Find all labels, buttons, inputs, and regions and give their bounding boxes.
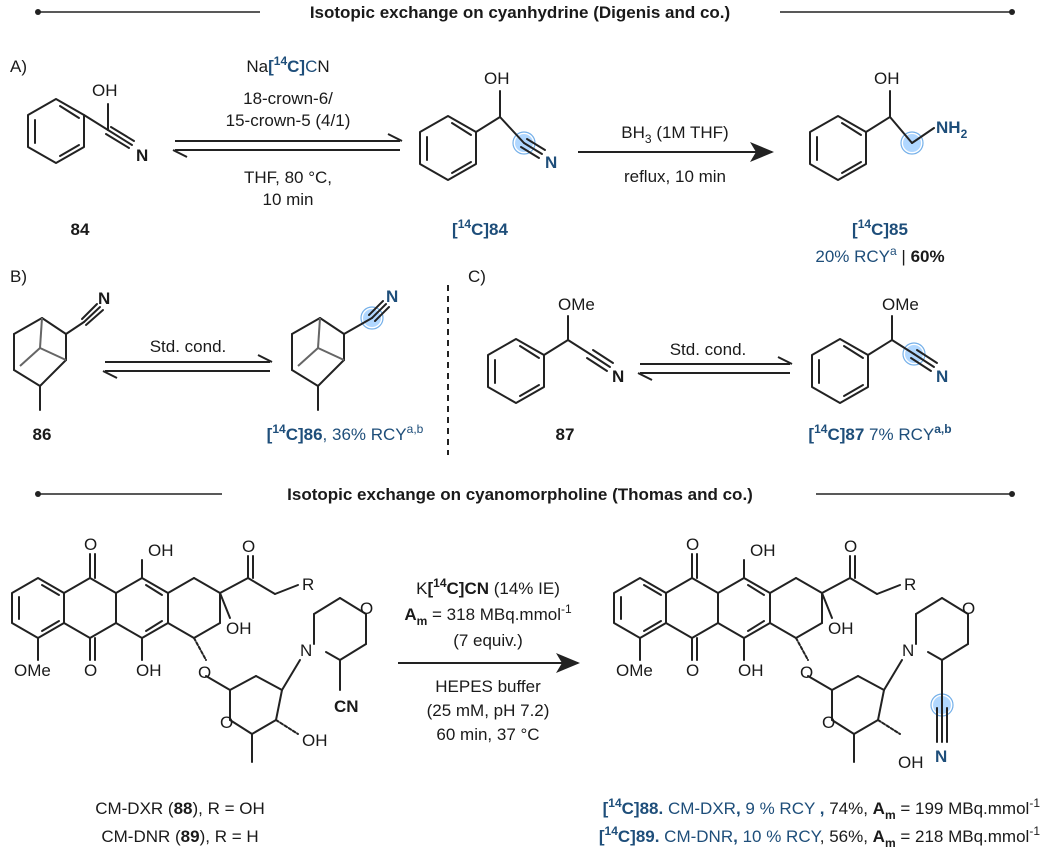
buffer-conditions: (25 mM, pH 7.2) [427, 701, 550, 720]
compound-84-structure: OH N [27, 81, 148, 165]
compound-14c87-label: [14C]87 7% RCYa,b [808, 422, 951, 444]
compound-88-structure: O OH O R OH O OMe OH O O N O OH CN [11, 535, 373, 763]
compound-14c84-label: [14C]84 [452, 217, 508, 239]
condition-crown-2: 15-crown-5 (4/1) [226, 111, 351, 130]
condition-crown-1: 18-crown-6/ [243, 89, 333, 108]
panel-c-label: C) [468, 267, 486, 286]
condition-time: 10 min [262, 190, 313, 209]
reagent-k14ccn: K[14C]CN (14% IE) [416, 576, 560, 598]
atom-oh: OH [484, 69, 510, 88]
atom-o: O [962, 599, 975, 618]
condition-reflux: reflux, 10 min [624, 167, 726, 186]
atom-nh2: NH2 [936, 118, 968, 141]
atom-n: N [136, 146, 148, 165]
compound-87-structure: OMe N [487, 295, 624, 404]
condition-std-b: Std. cond. [150, 337, 227, 356]
compound-86-label: 86 [33, 425, 52, 444]
panel-a-label: A) [10, 57, 27, 76]
bottom-header-title: Isotopic exchange on cyanomorpholine (Th… [287, 485, 753, 504]
atom-o: O [220, 713, 233, 732]
atom-r: R [302, 575, 314, 594]
compound-14c85-label: [14C]85 [852, 217, 908, 239]
reagent-bh3: BH3 (1M THF) [621, 123, 728, 146]
atom-o: O [84, 661, 97, 680]
atom-oh: OH [148, 541, 174, 560]
panel-b-label: B) [10, 267, 27, 286]
atom-cn: CN [334, 697, 359, 716]
atom-n: N [935, 747, 947, 766]
atom-o: O [844, 537, 857, 556]
compound-86-structure: N [13, 289, 110, 411]
atom-n: N [936, 367, 948, 386]
atom-o: O [84, 535, 97, 554]
top-header-title: Isotopic exchange on cyanhydrine (Digeni… [310, 3, 730, 22]
compound-14c87-structure: OMe N [811, 295, 948, 404]
yield-85: 20% RCYa | 60% [815, 244, 944, 266]
compound-87-label: 87 [556, 425, 575, 444]
compound-14c84-structure: OH N [419, 69, 557, 181]
condition-std-c: Std. cond. [670, 340, 747, 359]
compound-84-label: 84 [71, 220, 90, 239]
atom-n: N [300, 641, 312, 660]
atom-ome: OMe [558, 295, 595, 314]
compound-14c85-structure: OH NH2 [809, 69, 968, 181]
equivalents: (7 equiv.) [453, 631, 523, 650]
compound-14c88-structure: O OH O R OH O OMe OH O O N O OH N [613, 535, 975, 772]
compound-14c86-label: [14C]86, 36% RCYa,b [267, 422, 424, 444]
atom-n: N [902, 641, 914, 660]
atom-oh: OH [92, 81, 118, 100]
atom-oh: OH [874, 69, 900, 88]
atom-o: O [686, 535, 699, 554]
atom-o: O [198, 663, 211, 682]
atom-ome: OMe [14, 661, 51, 680]
atom-o: O [686, 661, 699, 680]
molar-activity: Am = 318 MBq.mmol-1 [404, 602, 572, 628]
atom-r: R [904, 575, 916, 594]
bottom-header: Isotopic exchange on cyanomorpholine (Th… [35, 485, 1015, 504]
atom-oh: OH [302, 731, 328, 750]
equilibrium-arrow-b [102, 354, 273, 379]
product-88-label: [14C]88. CM-DXR, 9 % RCY , 74%, Am = 199… [603, 796, 1041, 822]
atom-ome: OMe [616, 661, 653, 680]
product-89-label: [14C]89. CM-DNR, 10 % RCY, 56%, Am = 218… [599, 824, 1040, 850]
atom-oh: OH [828, 619, 854, 638]
compound-88-label: CM-DXR (88), R = OH [95, 799, 265, 818]
compound-89-label: CM-DNR (89), R = H [101, 827, 258, 846]
compound-14c86-structure: N [291, 287, 398, 411]
equilibrium-arrow-c [637, 356, 793, 381]
atom-n: N [98, 289, 110, 308]
atom-oh: OH [738, 661, 764, 680]
buffer: HEPES buffer [435, 677, 541, 696]
atom-oh: OH [226, 619, 252, 638]
atom-oh: OH [136, 661, 162, 680]
time-temperature: 60 min, 37 °C [436, 725, 539, 744]
atom-n: N [386, 287, 398, 306]
atom-n: N [545, 153, 557, 172]
atom-oh: OH [898, 753, 924, 772]
atom-o: O [822, 713, 835, 732]
reagent-na14ccn: Na[14C]CN [246, 54, 329, 76]
atom-oh: OH [750, 541, 776, 560]
equilibrium-arrow-a [172, 133, 403, 158]
atom-ome: OMe [882, 295, 919, 314]
condition-thf: THF, 80 °C, [244, 168, 332, 187]
atom-n: N [612, 367, 624, 386]
atom-o: O [360, 599, 373, 618]
atom-o: O [242, 537, 255, 556]
atom-o: O [800, 663, 813, 682]
top-header: Isotopic exchange on cyanhydrine (Digeni… [35, 3, 1015, 22]
